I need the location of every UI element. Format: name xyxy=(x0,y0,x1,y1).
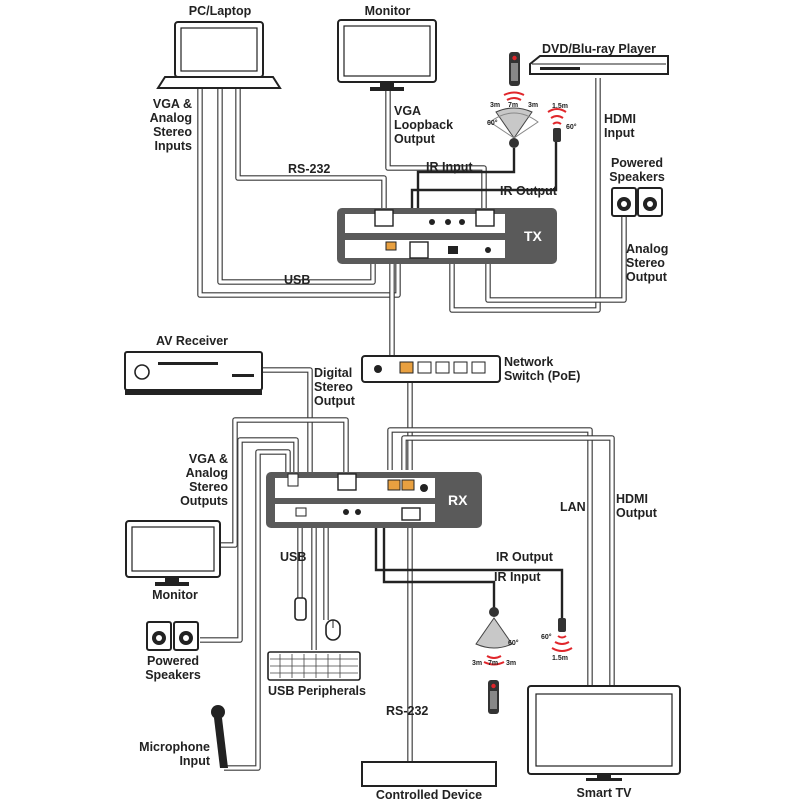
tx-unit-label: TX xyxy=(524,228,542,244)
ir-input-top-label: IR Input xyxy=(426,160,473,174)
rx-unit-label: RX xyxy=(448,492,468,508)
ir-range-center-top: 7m xyxy=(508,102,519,109)
lan-label: LAN xyxy=(560,500,586,514)
ir-receiver-bottom-icon xyxy=(475,607,513,666)
microphone-icon xyxy=(211,705,228,768)
ir-emitter-top-icon xyxy=(547,108,567,142)
rs232-bottom-label: RS-232 xyxy=(386,704,429,718)
controlled-device-icon xyxy=(361,761,497,787)
smart-tv-icon xyxy=(527,685,681,781)
av-receiver-icon xyxy=(124,351,263,395)
tx-unit xyxy=(337,208,557,264)
monitor-top-icon xyxy=(337,19,437,91)
usb-peripherals-label: USB Peripherals xyxy=(268,684,366,698)
usb-drive-icon xyxy=(294,597,307,621)
smart-tv-label: Smart TV xyxy=(576,786,632,800)
pc-laptop-label: PC/Laptop xyxy=(188,4,252,18)
rx-unit xyxy=(266,472,482,528)
ir-emitter-bottom-icon xyxy=(551,618,573,652)
usb-top-label: USB xyxy=(284,273,311,287)
ir-output-bottom-label: IR Output xyxy=(496,550,553,564)
vga-analog-inputs-label: VGA & Analog Stereo Inputs xyxy=(149,97,192,153)
ir-output-top-label: IR Output xyxy=(500,184,557,198)
powered-speakers-top-label: Powered Speakers xyxy=(609,156,665,184)
monitor-top-label: Monitor xyxy=(364,4,411,18)
av-receiver-label: AV Receiver xyxy=(156,334,229,348)
monitor-bottom-icon xyxy=(125,520,221,586)
ir-range-left-top: 3m xyxy=(490,102,501,109)
cables xyxy=(197,78,627,771)
rs232-top-label: RS-232 xyxy=(288,162,331,176)
hdmi-output-label: HDMI Output xyxy=(616,492,657,520)
ir-range-right-bottom: 3m xyxy=(506,660,517,667)
monitor-bottom-label: Monitor xyxy=(152,588,198,602)
vga-analog-outputs-label: VGA & Analog Stereo Outputs xyxy=(180,452,228,508)
ir-range-left-bottom: 3m xyxy=(472,660,483,667)
digital-stereo-output-label: Digital Stereo Output xyxy=(314,366,355,408)
ir-emitter-range-top: 1.5m xyxy=(552,103,568,110)
analog-stereo-output-label: Analog Stereo Output xyxy=(626,242,669,284)
powered-speakers-top-icon xyxy=(611,187,663,217)
remote-top-icon xyxy=(509,52,520,86)
ir-range-center-bottom: 7m xyxy=(488,660,499,667)
controlled-device-label: Controlled Device xyxy=(375,788,483,802)
dvd-player-label: DVD/Blu-ray Player xyxy=(542,42,656,56)
dvd-player-icon xyxy=(529,55,669,75)
remote-bottom-icon xyxy=(488,680,499,714)
network-switch-icon xyxy=(361,355,501,383)
ir-receiver-top-icon xyxy=(489,91,539,148)
hdmi-input-label: HDMI Input xyxy=(604,112,636,140)
vga-loopback-output-label: VGA Loopback Output xyxy=(394,104,454,146)
ir-input-bottom-label: IR Input xyxy=(494,570,541,584)
powered-speakers-bottom-icon xyxy=(146,621,199,651)
powered-speakers-bottom-label: Powered Speakers xyxy=(145,654,201,682)
usb-bottom-label: USB xyxy=(280,550,307,564)
ir-range-right-top: 3m xyxy=(528,102,539,109)
ir-emitter-range-bottom: 1.5m xyxy=(552,655,568,662)
microphone-input-label: Microphone Input xyxy=(139,740,210,768)
network-switch-label: Network Switch (PoE) xyxy=(504,355,581,383)
ir-angle-top: 60° xyxy=(487,120,498,127)
ir-emitter-angle-bottom: 60° xyxy=(541,634,552,641)
mouse-icon xyxy=(325,619,341,641)
ir-angle-bottom: 60° xyxy=(508,640,519,647)
pc-laptop-icon xyxy=(156,21,282,89)
keyboard-icon xyxy=(267,651,361,681)
ir-emitter-angle-top: 60° xyxy=(566,124,577,131)
